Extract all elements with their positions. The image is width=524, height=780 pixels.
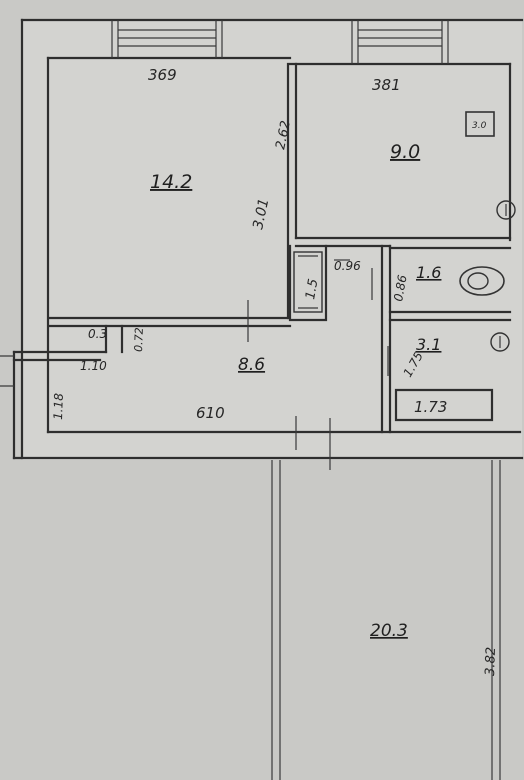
balcony-lines <box>0 355 501 780</box>
riser-circle-kitchen <box>496 200 516 220</box>
hall-area-label: 8.6 <box>238 355 265 375</box>
door-marks <box>247 259 389 470</box>
window-left <box>111 20 223 58</box>
toilet-width-label: 0.96 <box>334 259 361 273</box>
entry-depth-label: 1.18 <box>51 393 66 421</box>
room-kitchen-area-label: 9.0 <box>390 141 420 163</box>
balcony-area-label: 20.3 <box>370 621 408 641</box>
bath-width-label: 1.73 <box>414 398 447 416</box>
riser-circle-bath <box>490 332 510 352</box>
outer-walls <box>12 18 524 460</box>
room-large-width-label: 369 <box>148 66 177 84</box>
niche-area-label: 0.3 <box>88 327 107 341</box>
stove-symbol <box>465 111 495 137</box>
bath-area-label: 3.1 <box>416 335 441 354</box>
interior-walls <box>12 62 512 460</box>
toilet-depth-label: 0.86 <box>391 273 409 302</box>
room-large-area-label: 14.2 <box>150 171 192 193</box>
window-right <box>351 20 449 64</box>
room-kitchen-width-label: 381 <box>372 76 401 94</box>
toilet-area-label: 1.6 <box>416 263 441 282</box>
niche-width-label: 1.10 <box>80 359 107 373</box>
niche-depth-label: 0.72 <box>132 327 146 352</box>
closet-area-label: 1.5 <box>303 278 321 301</box>
room-large-height-label: 3.01 <box>250 197 272 231</box>
hall-width-label: 610 <box>196 404 225 422</box>
balcony-height-label: 3.82 <box>483 647 499 676</box>
toilet-fixture <box>459 266 505 296</box>
stove-label: 3.0 <box>472 121 487 131</box>
closet-box <box>293 251 323 313</box>
apartment-fill <box>22 20 522 460</box>
room-kitchen-height-label: 2.62 <box>273 119 294 150</box>
